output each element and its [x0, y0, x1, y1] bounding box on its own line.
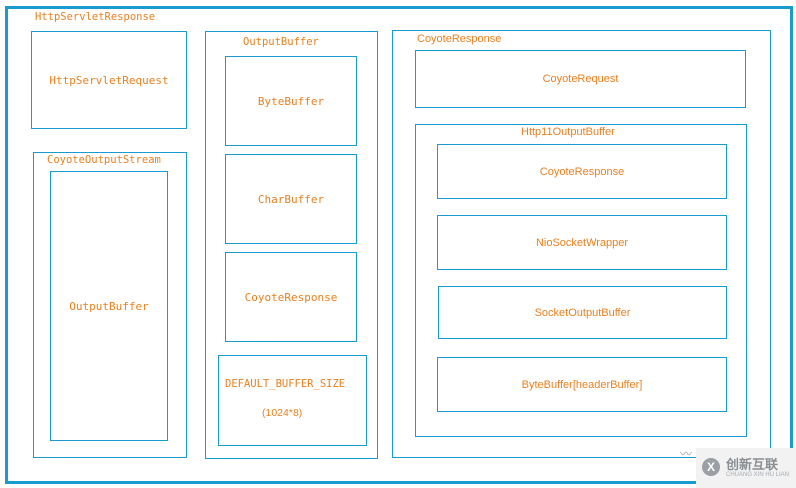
nio-socket-wrapper-box: NioSocketWrapper — [437, 215, 727, 270]
stream-output-buffer-box: OutputBuffer — [50, 171, 168, 441]
output-coyote-response-box: CoyoteResponse — [225, 252, 357, 342]
http-servlet-response-label: HttpServletResponse — [35, 11, 156, 23]
http-servlet-request-box: HttpServletRequest — [31, 31, 187, 129]
coyote-output-stream-box — [33, 152, 187, 458]
brand-subtitle: CHUANG XIN HU LIAN — [726, 472, 790, 478]
char-buffer-box: CharBuffer — [225, 154, 357, 244]
coyote-response-label: CoyoteResponse — [417, 33, 502, 45]
http-servlet-response-box — [5, 6, 793, 484]
coyote-response-box — [392, 30, 771, 458]
brand-name: 创新互联 — [726, 457, 779, 472]
output-buffer-box — [205, 31, 378, 459]
http11-output-buffer-label: Http11OutputBuffer — [521, 126, 615, 138]
byte-buffer-box: ByteBuffer — [225, 56, 357, 146]
default-buffer-size-box — [218, 355, 367, 446]
watermark: X 创新互联 CHUANG XIN HU LIAN — [696, 448, 796, 488]
header-byte-buffer-box: ByteBuffer[headerBuffer] — [437, 357, 727, 412]
http11-output-buffer-box — [415, 124, 747, 437]
default-buffer-size-name: DEFAULT_BUFFER_SIZE — [225, 378, 346, 390]
coyote-request-box: CoyoteRequest — [415, 50, 746, 108]
brand-logo-icon: X — [702, 458, 720, 476]
socket-output-buffer-box: SocketOutputBuffer — [438, 286, 727, 339]
http11-coyote-response-box: CoyoteResponse — [437, 144, 727, 199]
coyote-output-stream-label: CoyoteOutputStream — [47, 154, 161, 166]
output-buffer-label: OutputBuffer — [243, 36, 319, 48]
watermark-glyph-icon: 〰 — [679, 447, 692, 461]
default-buffer-size-value: (1024*8) — [262, 407, 303, 419]
